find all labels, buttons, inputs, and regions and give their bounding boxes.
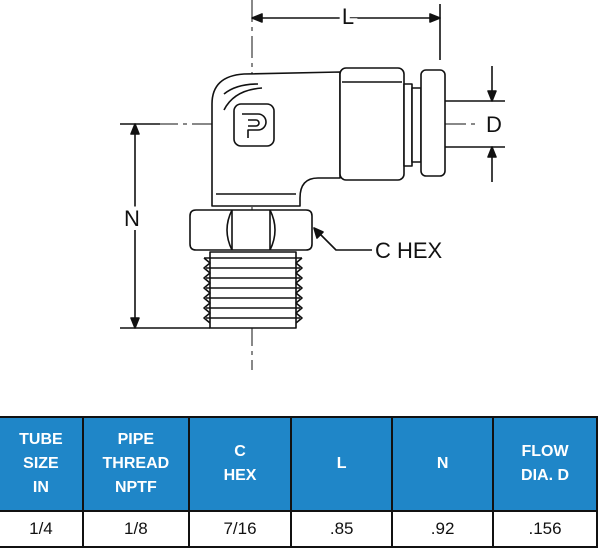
label-n: N: [124, 206, 140, 231]
cell-n: .92: [391, 510, 495, 548]
dimension-l: [251, 4, 441, 60]
header-l: L: [290, 416, 394, 512]
fitting-diagram: L D N C HEX: [120, 0, 505, 370]
table-row: 1/4 1/8 7/16 .85 .92 .156: [0, 510, 598, 548]
dimension-d: [445, 66, 505, 182]
cell-tube-size: 1/4: [0, 510, 84, 548]
push-in-port: [339, 67, 446, 181]
spec-table: TUBE SIZE IN PIPE THREAD NPTF C HEX L N …: [0, 416, 598, 548]
cell-c-hex: 7/16: [187, 510, 293, 548]
dimension-n: [120, 123, 210, 329]
hex-nut: [189, 209, 313, 251]
pipe-thread: [203, 251, 303, 329]
header-tube-size: TUBE SIZE IN: [0, 416, 84, 512]
cell-pipe-thread: 1/8: [81, 510, 190, 548]
header-flow-dia: FLOW DIA. D: [492, 416, 598, 512]
table-header-row: TUBE SIZE IN PIPE THREAD NPTF C HEX L N …: [0, 416, 598, 512]
brand-logo-icon: [233, 103, 275, 147]
elbow-body: [211, 71, 341, 207]
label-c-hex: C HEX: [375, 238, 443, 263]
header-c-hex: C HEX: [187, 416, 293, 512]
cell-flow-dia: .156: [492, 510, 598, 548]
c-hex-leader: [313, 227, 372, 251]
label-l: L: [342, 4, 354, 29]
header-n: N: [391, 416, 495, 512]
label-d: D: [486, 112, 502, 137]
header-pipe-thread: PIPE THREAD NPTF: [81, 416, 190, 512]
cell-l: .85: [290, 510, 394, 548]
